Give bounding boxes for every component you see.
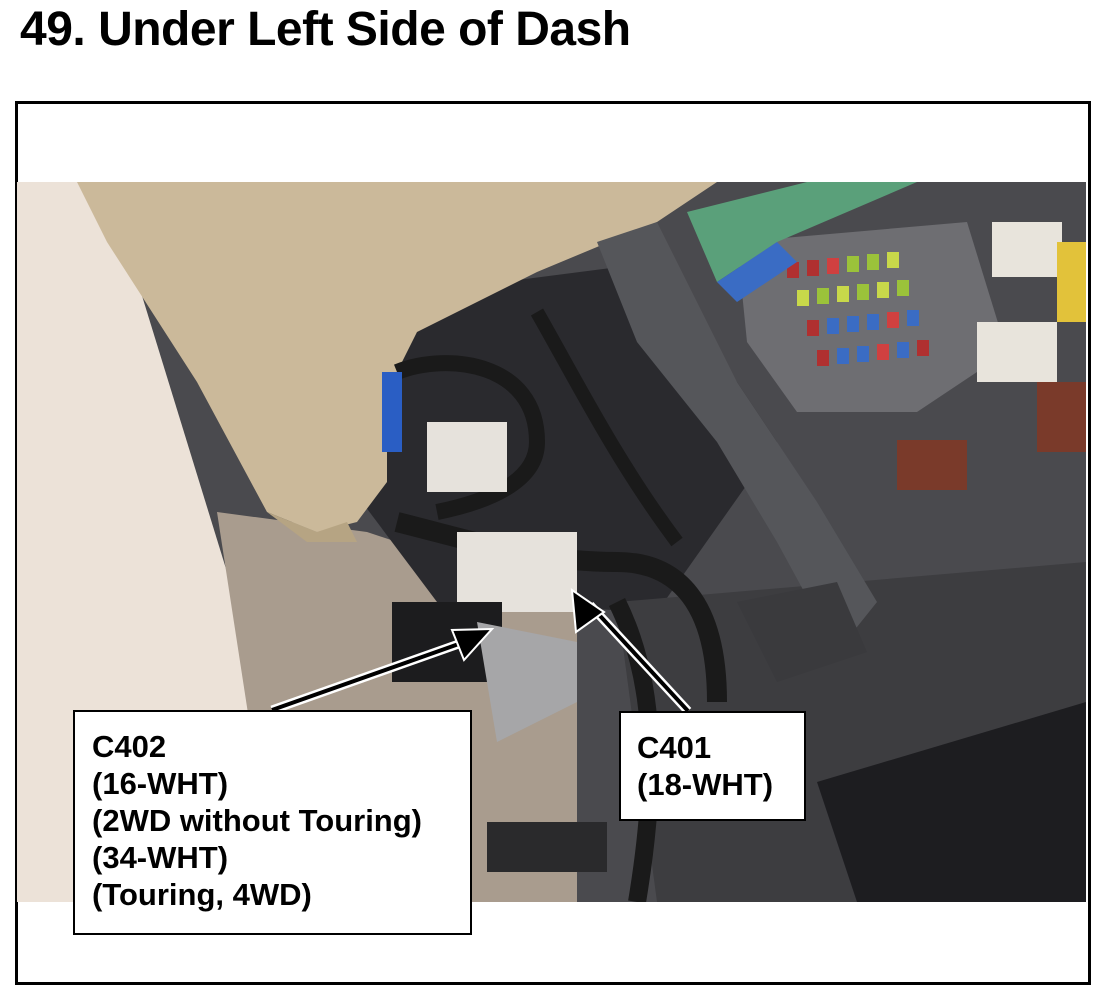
callout-c402-line: (2WD without Touring) [92, 803, 422, 838]
page-heading: 49. Under Left Side of Dash [20, 3, 631, 56]
callout-c401-line: C401 [637, 730, 712, 765]
callout-c402: C402 (16-WHT) (2WD without Touring) (34-… [73, 710, 472, 935]
callout-c402-line: (Touring, 4WD) [92, 877, 312, 912]
callout-c401-line: (18-WHT) [637, 767, 774, 802]
callout-c401: C401 (18-WHT) [619, 711, 806, 821]
callout-c402-line: C402 [92, 729, 167, 764]
callout-c402-line: (16-WHT) [92, 766, 229, 801]
callout-c402-line: (34-WHT) [92, 840, 229, 875]
